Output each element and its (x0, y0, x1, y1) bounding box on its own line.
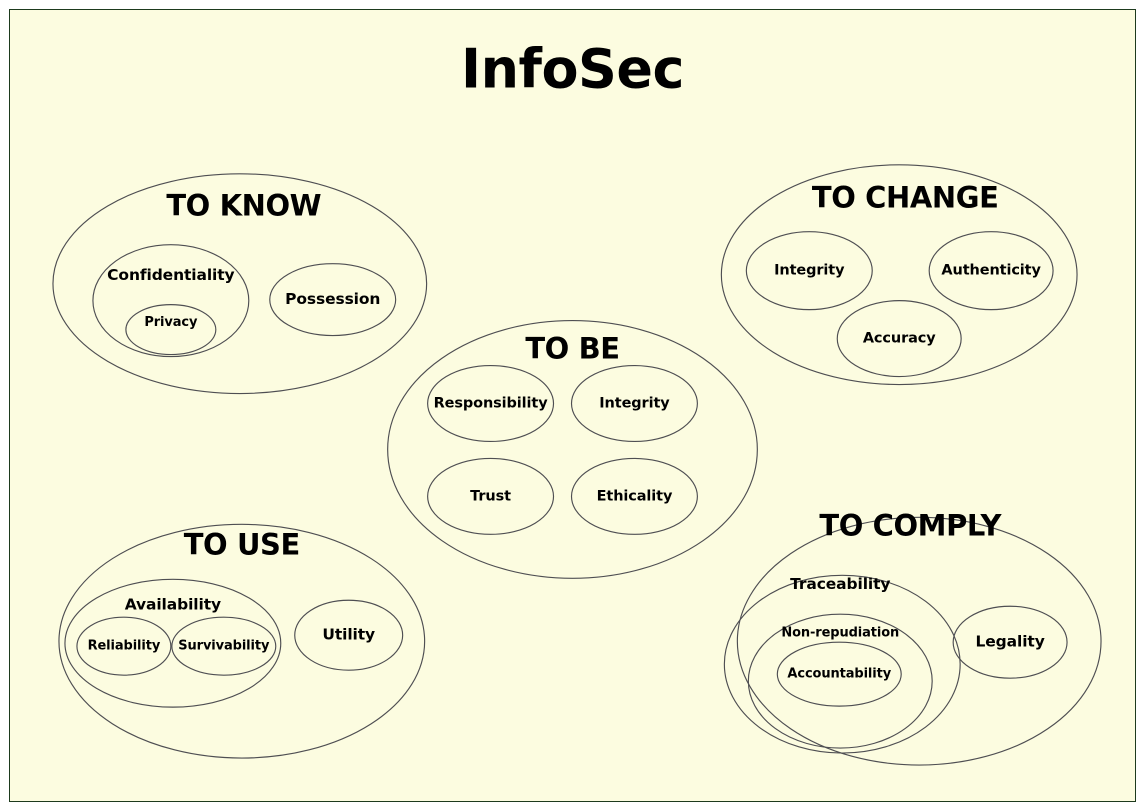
to-use-outer-ellipse[interactable] (59, 524, 425, 758)
confidentiality-label: Confidentiality (107, 266, 234, 284)
trust-ellipse[interactable] (428, 458, 554, 534)
traceability-ellipse[interactable] (724, 575, 960, 753)
accuracy-ellipse[interactable] (837, 301, 961, 377)
node-legality[interactable]: Legality (953, 606, 1067, 678)
utility-ellipse[interactable] (295, 600, 403, 670)
to-comply-title: TO COMPLY (819, 508, 1002, 542)
trust-label: Trust (470, 488, 511, 504)
cluster-to-comply[interactable]: TO COMPLY Traceability Non-repudiation A… (724, 508, 1101, 765)
diagram-board: InfoSec TO KNOW Confidentiality Privacy … (9, 9, 1136, 802)
legality-label: Legality (976, 633, 1045, 651)
to-be-outer-ellipse[interactable] (388, 321, 758, 579)
possession-ellipse[interactable] (270, 264, 396, 336)
legality-ellipse[interactable] (953, 606, 1067, 678)
possession-label: Possession (285, 290, 380, 308)
node-responsibility[interactable]: Responsibility (428, 366, 554, 442)
to-comply-outer-ellipse[interactable] (737, 517, 1101, 765)
availability-label: Availability (125, 596, 221, 614)
responsibility-ellipse[interactable] (428, 366, 554, 442)
to-change-outer-ellipse[interactable] (721, 165, 1077, 385)
infosec-venn-diagram: InfoSec TO KNOW Confidentiality Privacy … (10, 38, 1135, 801)
node-survivability[interactable]: Survivability (172, 617, 276, 675)
authenticity-label: Authenticity (941, 263, 1041, 279)
responsibility-label: Responsibility (434, 396, 549, 412)
accountability-ellipse[interactable] (777, 642, 901, 706)
availability-ellipse[interactable] (65, 579, 281, 707)
node-integrity-change[interactable]: Integrity (746, 232, 872, 310)
node-trust[interactable]: Trust (428, 458, 554, 534)
non-repudiation-ellipse[interactable] (748, 614, 932, 748)
node-confidentiality[interactable]: Confidentiality (93, 245, 249, 357)
traceability-label: Traceability (790, 575, 890, 593)
to-use-title: TO USE (184, 527, 300, 561)
integrity-be-label: Integrity (599, 396, 670, 412)
node-accuracy[interactable]: Accuracy (837, 301, 961, 377)
reliability-ellipse[interactable] (77, 617, 171, 675)
survivability-ellipse[interactable] (172, 617, 276, 675)
to-know-outer-ellipse[interactable] (53, 174, 427, 394)
cluster-to-use[interactable]: TO USE Availability Reliability Survivab… (59, 524, 425, 758)
page-title: InfoSec (461, 38, 684, 101)
node-accountability[interactable]: Accountability (777, 642, 901, 706)
node-availability[interactable]: Availability (65, 579, 281, 707)
accountability-label: Accountability (787, 667, 891, 682)
node-authenticity[interactable]: Authenticity (929, 232, 1053, 310)
node-traceability[interactable]: Traceability (724, 575, 960, 753)
to-know-title: TO KNOW (166, 189, 321, 223)
reliability-label: Reliability (88, 639, 161, 654)
node-ethicality[interactable]: Ethicality (572, 458, 698, 534)
privacy-ellipse[interactable] (126, 305, 216, 355)
authenticity-ellipse[interactable] (929, 232, 1053, 310)
node-integrity-be[interactable]: Integrity (572, 366, 698, 442)
confidentiality-ellipse[interactable] (93, 245, 249, 357)
privacy-label: Privacy (144, 315, 198, 330)
cluster-to-be[interactable]: TO BE Responsibility Integrity Trust Eth… (388, 321, 758, 579)
node-non-repudiation[interactable]: Non-repudiation (748, 614, 932, 748)
utility-label: Utility (322, 626, 375, 644)
ethicality-ellipse[interactable] (572, 458, 698, 534)
integrity-change-ellipse[interactable] (746, 232, 872, 310)
non-repudiation-label: Non-repudiation (781, 626, 899, 641)
cluster-to-change[interactable]: TO CHANGE Integrity Authenticity Accurac… (721, 165, 1077, 385)
ethicality-label: Ethicality (597, 488, 673, 504)
accuracy-label: Accuracy (863, 331, 936, 347)
node-reliability[interactable]: Reliability (77, 617, 171, 675)
cluster-to-know[interactable]: TO KNOW Confidentiality Privacy Possessi… (53, 174, 427, 394)
survivability-label: Survivability (178, 639, 270, 654)
node-utility[interactable]: Utility (295, 600, 403, 670)
node-privacy[interactable]: Privacy (126, 305, 216, 355)
to-change-title: TO CHANGE (812, 181, 999, 215)
to-be-title: TO BE (525, 332, 619, 366)
node-possession[interactable]: Possession (270, 264, 396, 336)
integrity-be-ellipse[interactable] (572, 366, 698, 442)
integrity-change-label: Integrity (774, 263, 845, 279)
